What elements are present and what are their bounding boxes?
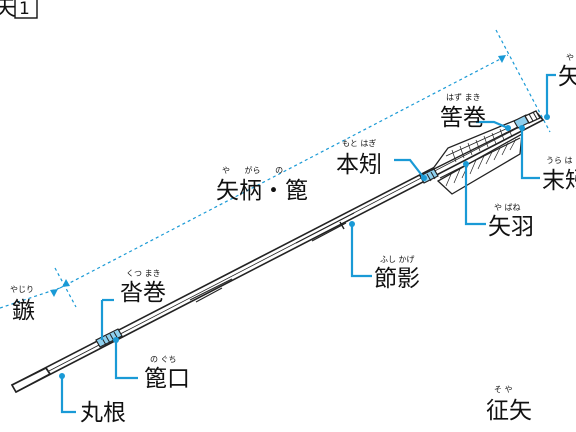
svg-text:の ぐち: の ぐち xyxy=(150,355,177,364)
svg-text:ふし かげ: ふし かげ xyxy=(380,255,415,264)
leader-noguchi xyxy=(114,340,138,380)
svg-text:や: や xyxy=(566,53,574,62)
extent-arrowhead-left xyxy=(62,279,70,287)
label-noguchi: の ぐち 篦口 xyxy=(144,355,190,392)
yajiri-extent-line xyxy=(0,287,61,309)
leader-hazumaki-dot xyxy=(505,125,511,131)
leader-maru-ne-dot xyxy=(59,373,65,379)
svg-text:や ばね: や ばね xyxy=(494,203,521,212)
leader-noguchi-dot xyxy=(113,337,119,343)
leader-motohagi-dot xyxy=(421,175,427,181)
svg-text:やじり: やじり xyxy=(10,285,34,294)
svg-text:矢羽: 矢羽 xyxy=(488,214,534,240)
svg-text:征矢: 征矢 xyxy=(486,398,532,424)
svg-text:筈巻: 筈巻 xyxy=(440,105,486,131)
leader-ya xyxy=(545,73,556,117)
svg-text:篦口: 篦口 xyxy=(144,366,190,392)
leader-maru-ne xyxy=(60,376,76,414)
nock-guide-line xyxy=(495,29,551,133)
hazumaki-binding xyxy=(524,110,541,124)
yagara-start-guide-line xyxy=(54,267,77,308)
figure-number: 1 xyxy=(19,0,30,19)
leader-ya-dot xyxy=(544,114,550,120)
label-hazumaki: はず まき 筈巻 xyxy=(440,92,486,131)
svg-text:末矧: 末矧 xyxy=(542,168,576,194)
label-ya: や 矢 xyxy=(558,53,576,90)
svg-text:沓巻: 沓巻 xyxy=(120,280,166,306)
svg-text:うら は: うら は xyxy=(546,156,573,165)
figure-number-box xyxy=(14,0,38,19)
yajiri-arrowhead xyxy=(50,289,58,297)
figure-title: 矢 1 xyxy=(0,0,38,21)
shaft-highlight xyxy=(19,118,536,387)
label-maru-ne: 丸根 xyxy=(80,400,126,426)
leader-hazumaki xyxy=(476,120,509,130)
extent-guides xyxy=(0,29,551,309)
svg-text:もと はぎ: もと はぎ xyxy=(342,138,376,148)
leader-fushikage xyxy=(350,224,372,278)
arrow xyxy=(10,110,545,394)
yagara-extent-line xyxy=(59,54,509,289)
svg-text:矢: 矢 xyxy=(558,64,576,90)
leader-motohagi xyxy=(394,158,425,179)
label-yajiri: やじり 鏃 xyxy=(10,285,35,324)
fushikage-marks xyxy=(189,212,355,303)
svg-text:そ や: そ や xyxy=(494,385,513,394)
extent-arrowhead-right xyxy=(498,55,506,63)
arrowhead-joint xyxy=(45,367,51,375)
label-fushikage: ふし かげ 節影 xyxy=(374,255,420,292)
label-urahagi: うら は 末矧 xyxy=(542,156,576,194)
svg-text:鏃: 鏃 xyxy=(12,298,35,324)
label-yagara: や がら の 矢柄・篦 xyxy=(216,165,308,204)
leader-yabane-dot xyxy=(463,161,469,167)
label-motohagi: もと はぎ 本矧 xyxy=(336,138,382,178)
leader-urahagi-dot xyxy=(519,125,525,131)
arrowhead xyxy=(10,366,52,394)
svg-text:はず まき: はず まき xyxy=(446,92,481,102)
leader-urahagi xyxy=(520,128,540,180)
label-yabane: や ばね 矢羽 xyxy=(488,203,534,240)
label-kutsumaki: くつ まき 沓巻 xyxy=(120,269,166,306)
svg-text:矢柄・篦: 矢柄・篦 xyxy=(216,178,308,204)
svg-text:くつ まき: くつ まき xyxy=(126,269,161,278)
figure-title-text: 矢 xyxy=(0,0,16,21)
fletching xyxy=(431,119,523,195)
svg-text:丸根: 丸根 xyxy=(80,400,126,426)
svg-text:本矧: 本矧 xyxy=(336,152,382,178)
leader-fushikage-dot xyxy=(349,221,355,227)
leader-yabane xyxy=(464,164,486,226)
leader-lines xyxy=(59,73,556,414)
label-soya: そ や 征矢 xyxy=(486,385,532,424)
svg-text:や がら の: や がら の xyxy=(222,165,283,175)
svg-text:節影: 節影 xyxy=(374,266,420,292)
